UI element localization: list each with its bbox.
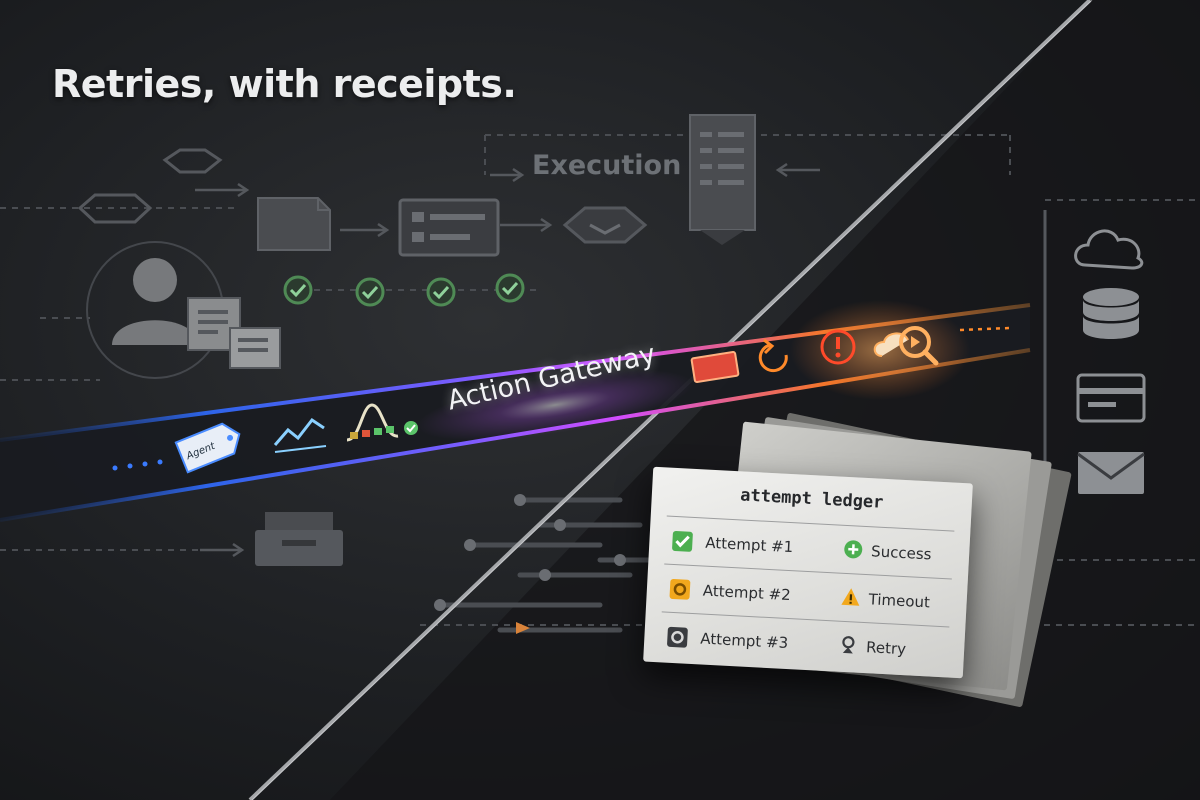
clock-box-icon: [669, 578, 691, 600]
ticket-icon: [690, 350, 740, 384]
document-stack-icon: [187, 297, 281, 369]
credit-card-icon: [1076, 373, 1146, 423]
hourglass-icon: [842, 636, 855, 654]
headline: Retries, with receipts.: [52, 62, 517, 106]
ledger-status-label: Retry: [865, 638, 907, 659]
check-box-icon: [672, 531, 693, 552]
trend-line-icon: [273, 417, 327, 453]
bell-curve-icon: [346, 403, 418, 442]
flow-arrows: [195, 162, 820, 558]
check-circle-icon: [283, 273, 525, 307]
form-icon: [398, 198, 500, 257]
search-cloud-icon: [873, 326, 939, 366]
stream-dots: [434, 494, 626, 611]
ledger-row-2: Attempt #2 Timeout: [662, 569, 952, 624]
ledger-title: attempt ledger: [739, 485, 884, 513]
agent-tag-icon: [174, 422, 241, 474]
mail-icon: [1077, 452, 1145, 494]
ledger-status-label: Timeout: [868, 590, 931, 612]
alert-icon: [820, 329, 856, 365]
ledger-attempt-label: Attempt #2: [702, 581, 792, 605]
attempt-ledger: attempt ledger Attempt #1 Success Attemp…: [643, 466, 973, 679]
record-box-icon: [667, 626, 688, 648]
warning-icon: [841, 588, 860, 606]
hexagon-node-icon: [77, 148, 648, 244]
arrow-marker: [516, 622, 530, 634]
receipt-stack-icon: [689, 114, 756, 245]
execution-label: Execution: [532, 150, 682, 181]
inbox-tray-icon: [255, 512, 343, 566]
ledger-status-label: Success: [870, 542, 932, 564]
beam-dots-left: [112, 459, 163, 471]
ledger-row-1: Attempt #1 Success: [664, 522, 954, 577]
ledger-attempt-label: Attempt #1: [704, 533, 794, 557]
database-icon: [1083, 288, 1139, 339]
refresh-icon: [758, 338, 788, 373]
plus-circle-icon: [844, 540, 863, 559]
cloud-icon: [1074, 229, 1144, 270]
ledger-row-3: Attempt #3 Retry: [659, 617, 949, 672]
document-icon: [257, 197, 331, 251]
ledger-attempt-label: Attempt #3: [699, 629, 789, 653]
